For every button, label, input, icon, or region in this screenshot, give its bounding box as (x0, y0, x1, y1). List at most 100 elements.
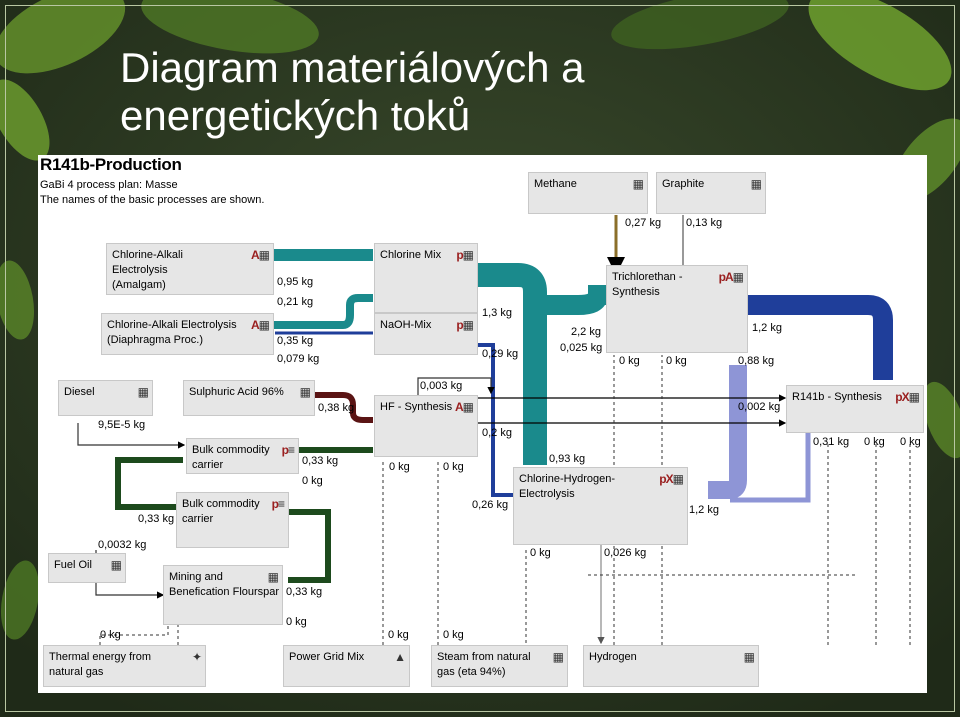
box-label: natural gas (49, 666, 104, 678)
flow-sulphuric (315, 392, 373, 423)
flow-chlorine-mix-out (478, 263, 547, 465)
flow-label: 0,35 kg (277, 335, 314, 347)
plan-icon: ▦ (137, 385, 149, 399)
box-methane[interactable]: Methane ▦ (528, 172, 648, 214)
box-naoh-mix[interactable]: NaOH-Mix p▦ (374, 313, 478, 355)
plan-icon: ▦ (743, 650, 755, 664)
flow-label: 0,0032 kg (98, 539, 147, 551)
slide-title-line2: energetických toků (120, 92, 471, 139)
icon-letter: p (895, 390, 902, 404)
box-label: Electrolysis (519, 488, 575, 500)
box-label: Chlorine Mix (380, 249, 442, 261)
box-label: Bulk commodity (192, 444, 270, 456)
box-hf-synthesis[interactable]: HF - Synthesis A▦ (374, 395, 478, 457)
box-label: Diesel (64, 386, 95, 398)
box-sulphuric-acid[interactable]: Sulphuric Acid 96% ▦ (183, 380, 315, 416)
flow-label: 0,2 kg (482, 427, 512, 439)
plan-icon: p▦ (456, 318, 474, 332)
slide-title-line1: Diagram materiálových a (120, 44, 585, 91)
box-label: Sulphuric Acid 96% (189, 386, 284, 398)
flow-label: 0,95 kg (277, 276, 314, 288)
plan-icon: ▦ (299, 385, 311, 399)
box-diesel[interactable]: Diesel ▦ (58, 380, 153, 416)
flow-label: 0,13 kg (686, 217, 723, 229)
box-label: (Diaphragma Proc.) (107, 334, 203, 346)
flow-chlorine-diaphragma (273, 294, 373, 329)
flow-label: 2,2 kg (571, 326, 601, 338)
diagram-subtitle-2: The names of the basic processes are sho… (40, 194, 265, 206)
flow-label: 1,2 kg (689, 504, 719, 516)
aggregated-icon: A▦ (454, 400, 474, 414)
plan-icon: ▦ (750, 177, 762, 191)
material-flow-diagram: R141b-Production GaBi 4 process plan: Ma… (38, 155, 927, 693)
box-chlorine-alkali-amalgam[interactable]: Chlorine-Alkali Electrolysis (Amalgam) A… (106, 243, 274, 295)
box-hydrogen[interactable]: Hydrogen ▦ (583, 645, 759, 687)
plan-icon: ▦ (632, 177, 644, 191)
icon-letter: p (456, 248, 463, 262)
diagram-title: R141b-Production (40, 155, 182, 174)
plan-icon: ▦ (110, 558, 122, 572)
box-fuel-oil[interactable]: Fuel Oil ▦ (48, 553, 126, 583)
flow-label: 0,31 kg (813, 436, 850, 448)
box-label: (Amalgam) (112, 279, 166, 291)
box-thermal-energy[interactable]: Thermal energy from natural gas ✦ (43, 645, 206, 687)
slide-frame (5, 5, 955, 712)
box-bulk-commodity-1[interactable]: Bulk commodity carrier p≡ (186, 438, 299, 474)
flow-label: 0,026 kg (604, 547, 647, 559)
flow-label: 0,025 kg (560, 342, 603, 354)
box-r141b-synthesis[interactable]: R141b - Synthesis pX▦ (786, 385, 924, 433)
plan-icon: ✦ (191, 650, 202, 664)
flow-label: 0 kg (530, 547, 551, 559)
flow-chh-r141b-b (730, 430, 811, 503)
aggregated-icon: A▦ (250, 248, 270, 262)
flow-label: 0,38 kg (318, 402, 355, 414)
box-label: Chlorine-Hydrogen- (519, 473, 615, 485)
box-label: Thermal energy from (49, 651, 152, 663)
flow-label: 0,002 kg (738, 401, 781, 413)
icon-letter: A (724, 270, 734, 284)
flow-label: 0,26 kg (472, 499, 509, 511)
box-label: Power Grid Mix (289, 651, 365, 663)
icon-letter: p (456, 318, 463, 332)
box-bulk-commodity-2[interactable]: Bulk commodity carrier p≡ (176, 492, 289, 548)
box-trichlorethan-synthesis[interactable]: Trichlorethan - Synthesis pA▦ (606, 265, 748, 353)
box-label: Chlorine-Alkali Electrolysis (107, 319, 237, 331)
flow-label: 0,88 kg (738, 355, 775, 367)
flow-label: 0 kg (443, 629, 464, 641)
icon-letter: X (901, 390, 910, 404)
flow-label: 0,93 kg (549, 453, 586, 465)
flow-label: 0 kg (619, 355, 640, 367)
flow-trichlor-r141b (746, 295, 893, 380)
box-label: Synthesis (612, 286, 660, 298)
exclude-icon: pX▦ (895, 390, 920, 404)
flow-label: 0 kg (302, 475, 323, 487)
box-label: carrier (182, 513, 214, 525)
box-steam-natural-gas[interactable]: Steam from natural gas (eta 94%) ▦ (431, 645, 568, 687)
plan-icon: p≡ (271, 497, 285, 511)
icon-letter: p (659, 472, 666, 486)
flow-label: 0 kg (443, 461, 464, 473)
box-chlorine-alkali-diaphragma[interactable]: Chlorine-Alkali Electrolysis (Diaphragma… (101, 313, 274, 355)
box-chlorine-hydrogen-electrolysis[interactable]: Chlorine-Hydrogen- Electrolysis pX▦ (513, 467, 688, 545)
box-label: R141b - Synthesis (792, 391, 882, 403)
flow-label: 0,29 kg (482, 348, 519, 360)
box-mining-benefication[interactable]: Mining and Benefication Flourspar ▦ (163, 565, 283, 625)
box-label: Trichlorethan - (612, 271, 683, 283)
exclude-icon: pX▦ (659, 472, 684, 486)
flow-label: 0,33 kg (302, 455, 339, 467)
box-power-grid-mix[interactable]: Power Grid Mix ▲ (283, 645, 410, 687)
box-chlorine-mix[interactable]: Chlorine Mix p▦ (374, 243, 478, 313)
plan-icon: p▦ (456, 248, 474, 262)
icon-letter: A (250, 318, 260, 332)
flow-label: 1,2 kg (752, 322, 782, 334)
box-label: carrier (192, 459, 224, 471)
icon-letter: p (281, 443, 289, 457)
box-graphite[interactable]: Graphite ▦ (656, 172, 766, 214)
flow-label: 0 kg (666, 355, 687, 367)
flow-label: 0 kg (388, 629, 409, 641)
flow-label: 0,21 kg (277, 296, 314, 308)
plan-icon: ▦ (552, 650, 564, 664)
flow-label: 0,079 kg (277, 353, 320, 365)
box-label: Bulk commodity (182, 498, 260, 510)
box-label: Chlorine-Alkali Electrolysis (112, 249, 183, 276)
